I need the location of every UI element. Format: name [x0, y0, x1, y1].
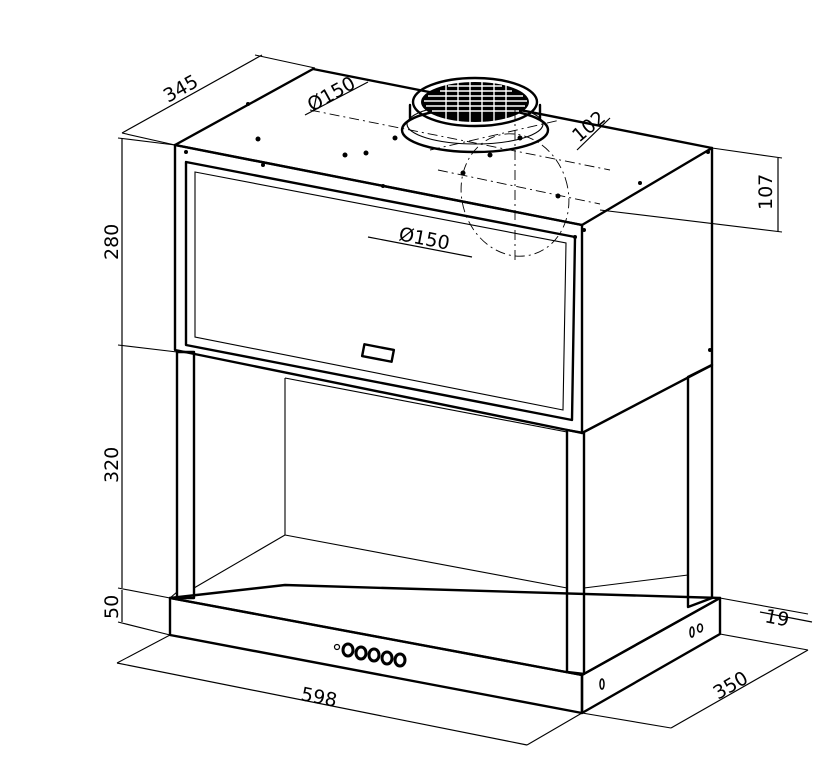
- dim-duct-offset: 102: [568, 107, 610, 147]
- leg-front-right: [565, 428, 586, 676]
- control-buttons: [333, 642, 407, 668]
- base-top-face: [168, 583, 722, 677]
- hood-body: [173, 67, 714, 435]
- dim-width: 598: [299, 683, 339, 712]
- duct-collar: [400, 76, 550, 154]
- dim-depth-top: 345: [160, 71, 202, 108]
- collar-top: [411, 76, 539, 128]
- collar-wall: [408, 103, 542, 120]
- dim-depth-bottom: 350: [710, 667, 752, 704]
- base-side-face: [580, 596, 722, 715]
- hood-front-panel-inner: [194, 171, 567, 411]
- dim-duct-top: Ø150: [304, 72, 359, 116]
- dimension-lines: [116, 54, 813, 746]
- collar-grille: [421, 82, 529, 122]
- dim-duct-front: Ø150: [397, 223, 451, 254]
- base: [168, 583, 722, 715]
- duct-outline-dashed: [309, 109, 611, 262]
- hood-front-panel: [184, 160, 577, 422]
- base-front-face: [168, 596, 584, 715]
- dim-base-height: 50: [101, 595, 123, 619]
- hood-side-face: [580, 146, 714, 435]
- leg-back-right: [686, 363, 714, 609]
- dim-lower-height: 320: [101, 447, 123, 483]
- hood-front-face: [173, 143, 584, 435]
- leg-front-left: [175, 350, 196, 600]
- dim-upper-height: 280: [101, 224, 123, 260]
- side-slots: [599, 623, 704, 690]
- dim-duct-height: 107: [755, 174, 777, 210]
- dim-side-offset: 19: [763, 605, 791, 631]
- panel-handle: [360, 343, 396, 363]
- lower-frame: [175, 350, 714, 676]
- top-holes: [184, 102, 712, 352]
